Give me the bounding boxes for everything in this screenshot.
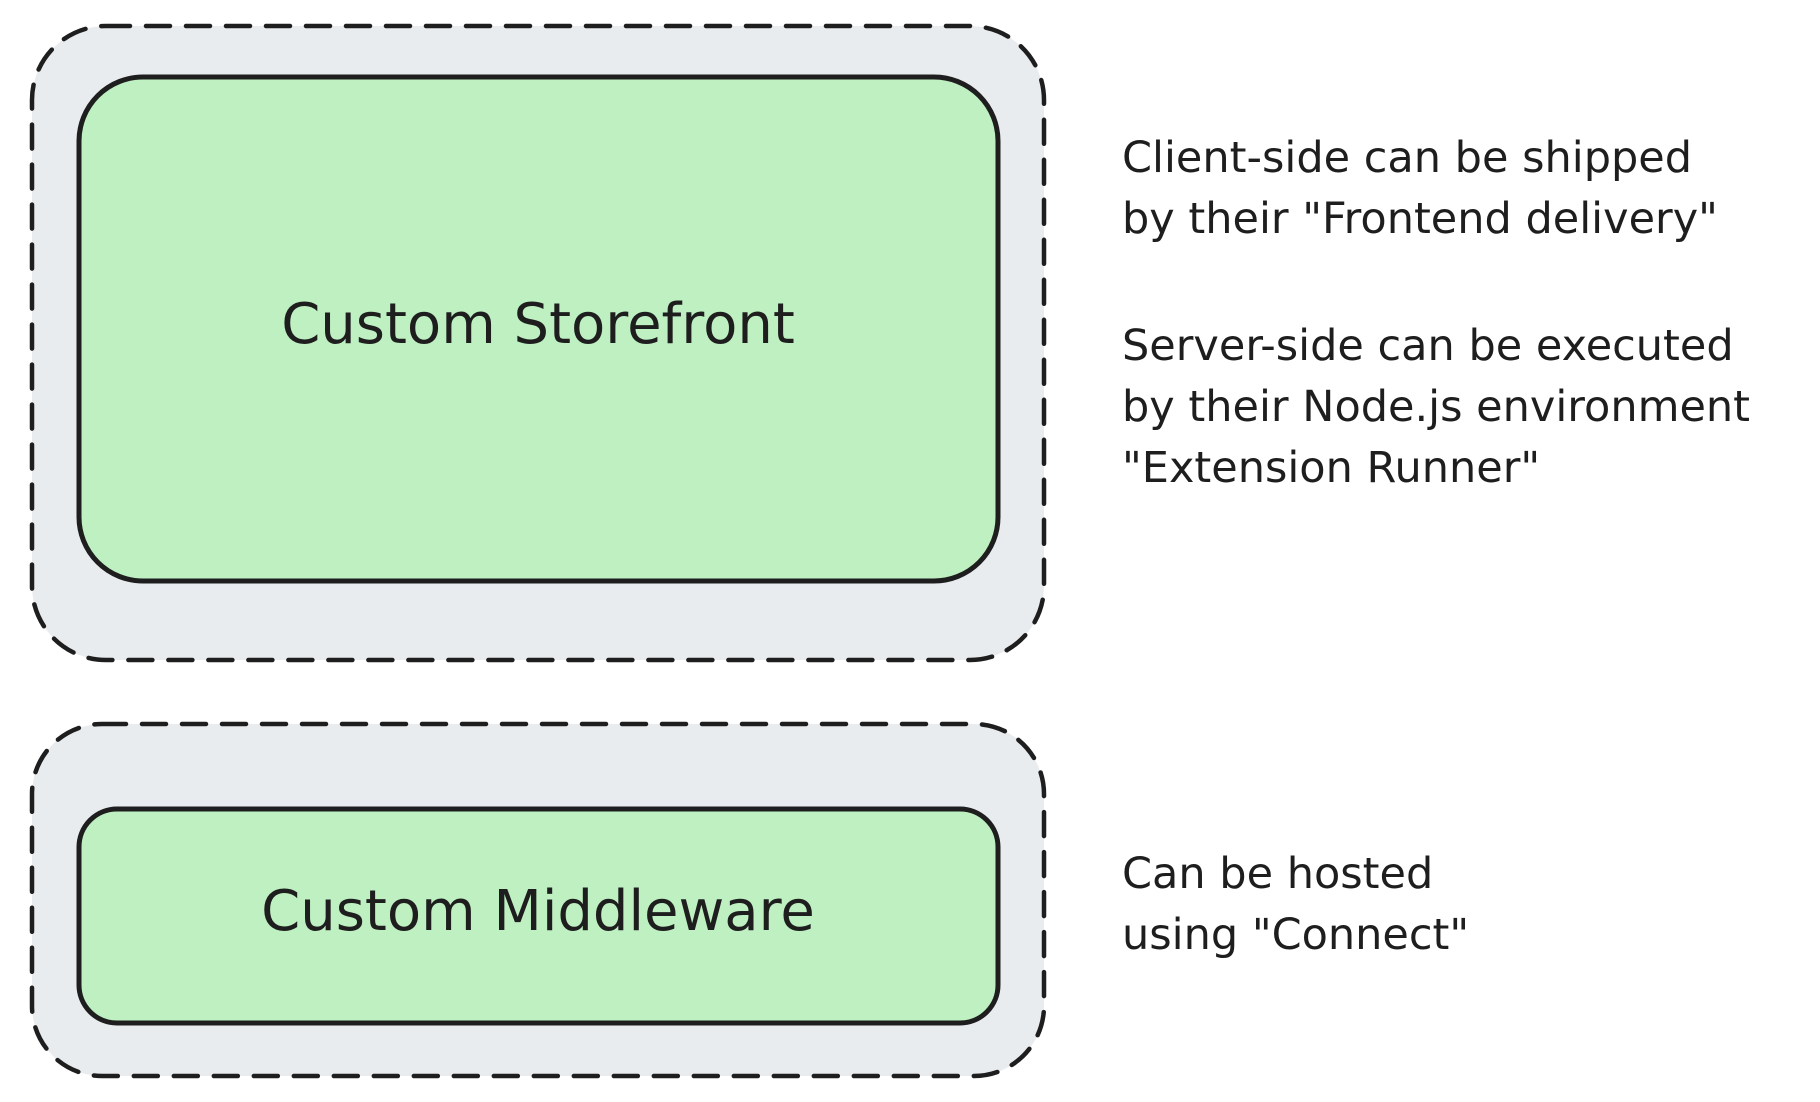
server-side-note-line: Server-side can be executed <box>1122 321 1734 371</box>
server-side-note-line: by their Node.js environment <box>1122 382 1750 432</box>
server-side-note: Server-side can be executed by their Nod… <box>1122 321 1764 493</box>
custom-storefront-box <box>76 74 1001 584</box>
server-side-note-line: "Extension Runner" <box>1122 443 1540 493</box>
custom-middleware-box <box>76 806 1001 1026</box>
hosting-note-line: Can be hosted <box>1122 849 1433 899</box>
client-side-note: Client-side can be shipped by their "Fro… <box>1122 133 1718 244</box>
client-side-note-line: Client-side can be shipped <box>1122 133 1692 183</box>
hosting-note: Can be hosted using "Connect" <box>1122 849 1469 960</box>
custom-middleware-label: Custom Middleware <box>261 879 815 944</box>
client-side-note-line: by their "Frontend delivery" <box>1122 194 1718 244</box>
hosting-note-line: using "Connect" <box>1122 910 1469 960</box>
custom-storefront-label: Custom Storefront <box>281 292 795 357</box>
